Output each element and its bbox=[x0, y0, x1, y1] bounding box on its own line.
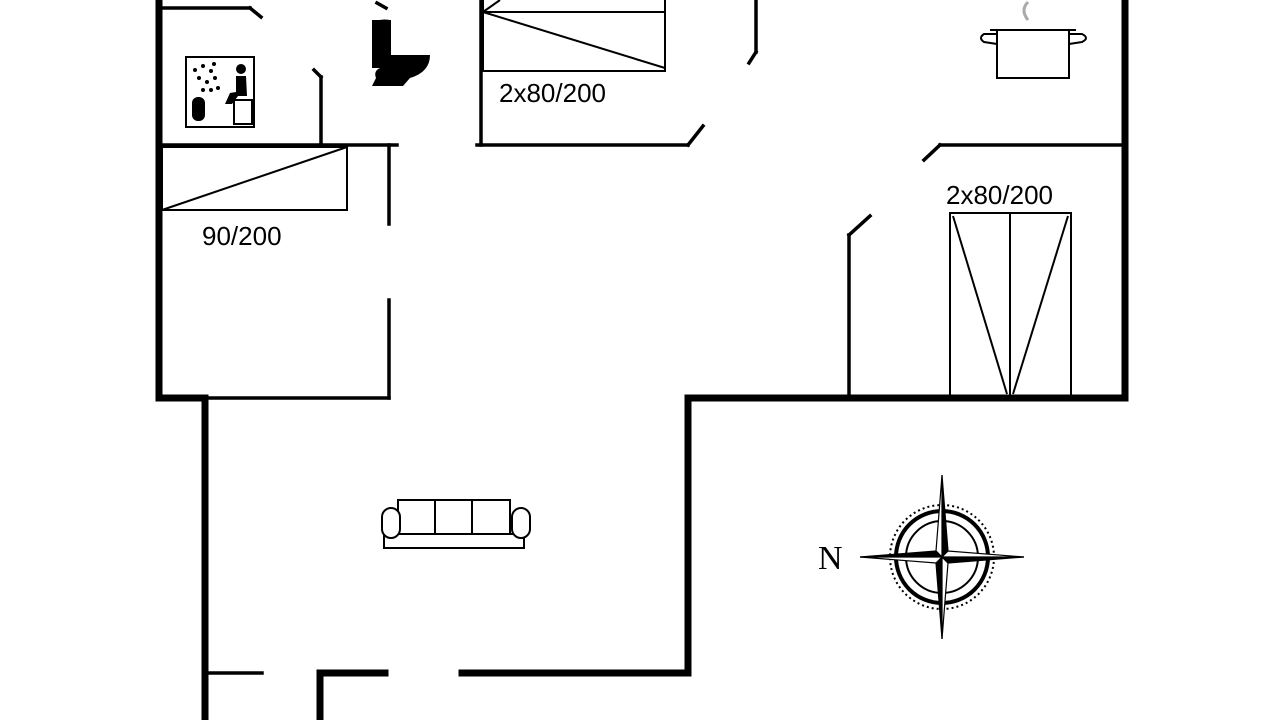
cooking-pot-icon bbox=[980, 0, 1087, 79]
compass-rose-icon bbox=[859, 474, 1025, 640]
outer-walls bbox=[155, 0, 1129, 720]
sofa-icon bbox=[381, 499, 531, 549]
door-sauna bbox=[247, 5, 264, 20]
bed-top bbox=[482, 0, 666, 72]
bed-top-cover bbox=[482, 11, 666, 69]
sauna-icon-head bbox=[236, 64, 246, 74]
bed-top-pillow bbox=[482, 0, 501, 13]
sofa-arm-left bbox=[381, 507, 401, 539]
label-bed-right: 2x80/200 bbox=[946, 180, 1053, 210]
door-kitchen bbox=[746, 49, 759, 66]
label-bed-top: 2x80/200 bbox=[499, 78, 606, 108]
bed-left bbox=[161, 146, 348, 211]
label-bed-left: 90/200 bbox=[202, 221, 282, 251]
door-bedroom-right bbox=[846, 213, 873, 238]
pot-body bbox=[996, 29, 1070, 79]
bed-right bbox=[949, 212, 1072, 398]
pot-handle-right bbox=[1068, 33, 1087, 45]
sofa-arm-right bbox=[511, 507, 531, 539]
bed-right-cover-a bbox=[952, 215, 1008, 395]
pot-steam bbox=[1022, 0, 1030, 21]
door-bedroom-right-top bbox=[921, 142, 943, 163]
toilet-icon bbox=[372, 19, 430, 86]
toilet-icon-lid bbox=[372, 19, 390, 30]
bed-left-frame bbox=[161, 146, 348, 211]
bed-right-cover-b bbox=[1012, 215, 1069, 395]
door-bedroom-top bbox=[685, 123, 706, 148]
sofa-back bbox=[397, 499, 511, 535]
toilet-icon-bowl bbox=[372, 55, 430, 86]
toilet-icon-tank bbox=[372, 20, 391, 68]
interior-walls bbox=[160, 0, 1123, 675]
compass-main-points bbox=[859, 474, 1025, 640]
sofa-base bbox=[383, 533, 525, 549]
sauna-icon bbox=[185, 56, 255, 128]
sauna-icon-stove bbox=[192, 97, 205, 121]
bed-top-frame bbox=[482, 0, 666, 72]
door-bath-top bbox=[374, 0, 389, 11]
bed-left-cover bbox=[161, 146, 348, 211]
sauna-icon-bench bbox=[233, 99, 253, 125]
sauna-icon-body bbox=[225, 76, 247, 104]
compass-north-label: N bbox=[818, 540, 843, 577]
pot-handle-left bbox=[980, 33, 998, 45]
